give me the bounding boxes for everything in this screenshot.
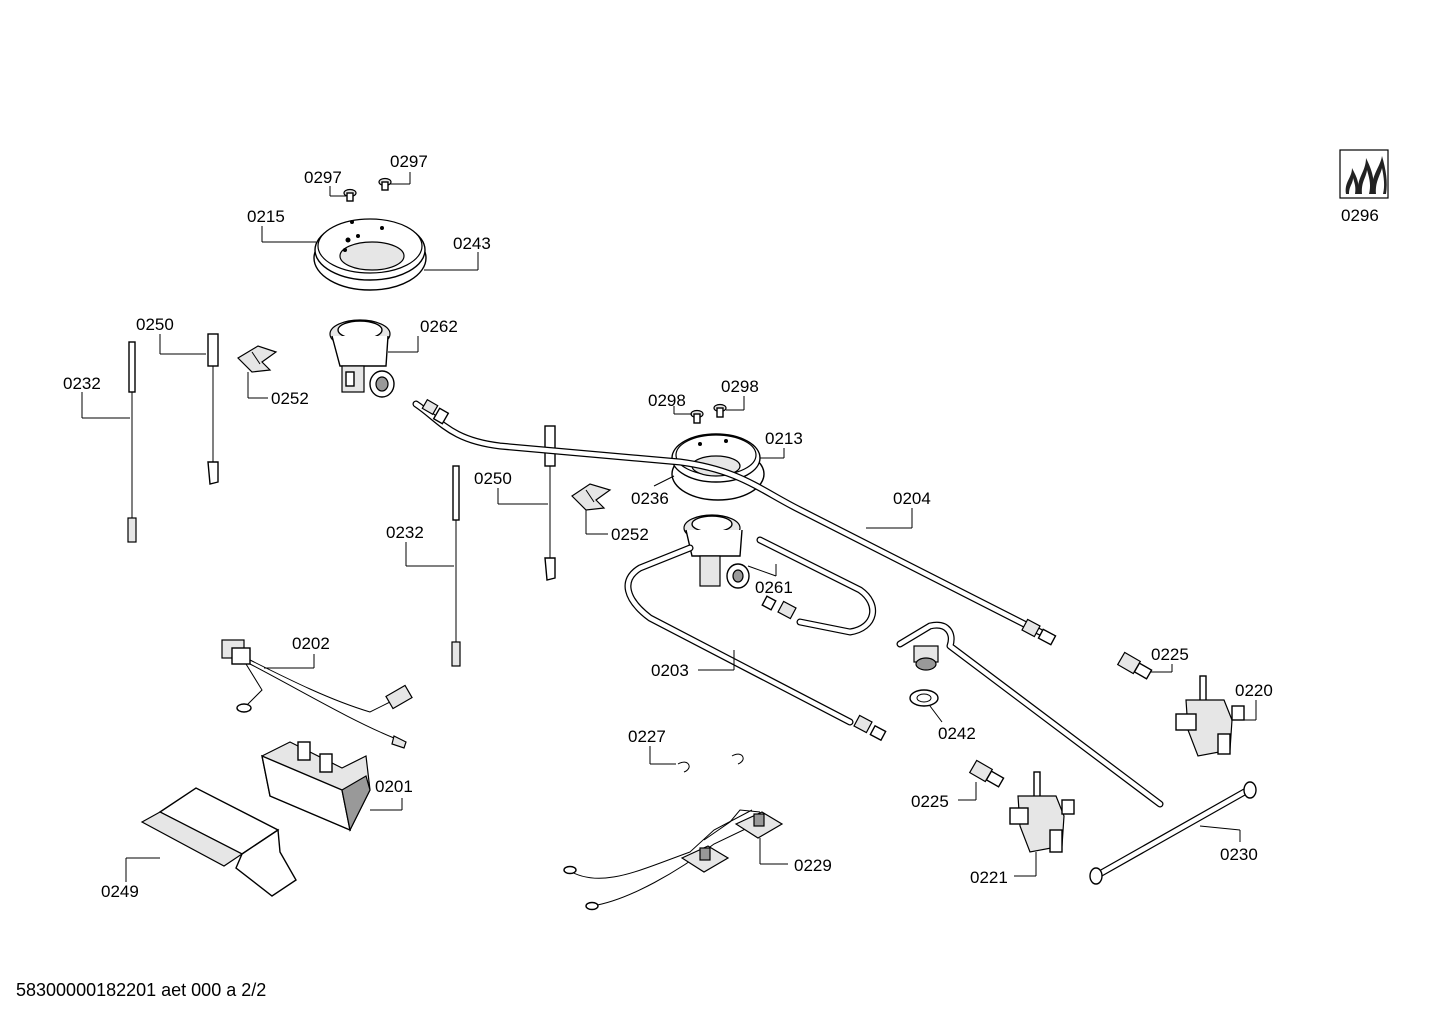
callout-0229: 0229 bbox=[794, 856, 832, 875]
callout-0232-right: 0232 bbox=[386, 523, 424, 542]
callout-0220: 0220 bbox=[1235, 681, 1273, 700]
callout-0243: 0243 bbox=[453, 234, 491, 253]
callout-0236: 0236 bbox=[631, 489, 669, 508]
callout-0225-top: 0225 bbox=[1151, 645, 1189, 664]
screw-0297-left bbox=[343, 188, 357, 202]
gas-valve-0221 bbox=[1009, 771, 1075, 853]
gas-pipe-0204 bbox=[412, 398, 1057, 646]
callout-0297-right: 0297 bbox=[390, 152, 428, 171]
retaining-clip-0227 bbox=[677, 753, 744, 773]
leader-lines bbox=[81, 172, 1257, 882]
callout-0298-left: 0298 bbox=[648, 391, 686, 410]
callout-0201: 0201 bbox=[375, 777, 413, 796]
callout-0297-left: 0297 bbox=[304, 168, 342, 187]
callout-0221: 0221 bbox=[970, 868, 1008, 887]
callout-0225-bottom: 0225 bbox=[911, 792, 949, 811]
screw-0298-right bbox=[713, 403, 727, 418]
callout-0262: 0262 bbox=[420, 317, 458, 336]
callout-0203: 0203 bbox=[651, 661, 689, 680]
callout-0232-left: 0232 bbox=[63, 374, 101, 393]
callout-0250-mid: 0250 bbox=[474, 469, 512, 488]
burner-ring-0215 bbox=[313, 218, 427, 291]
flame-icon bbox=[1339, 149, 1389, 199]
seal-ring-0242 bbox=[909, 689, 939, 707]
nozzle-0225-top bbox=[1116, 651, 1153, 680]
gas-pipe-0203 bbox=[624, 536, 887, 742]
screw-0297-right bbox=[378, 177, 392, 191]
ignition-electrode-0250-top bbox=[207, 333, 219, 485]
callout-0296: 0296 bbox=[1341, 206, 1379, 225]
cover-bracket-0249 bbox=[140, 787, 297, 897]
clip-0252-top bbox=[237, 345, 278, 373]
gas-valve-0220 bbox=[1175, 675, 1245, 757]
callout-0252-mid: 0252 bbox=[611, 525, 649, 544]
ignition-switch-0229 bbox=[563, 809, 784, 911]
clip-0252-mid bbox=[571, 483, 612, 511]
callout-0252-top: 0252 bbox=[271, 389, 309, 408]
callout-0230: 0230 bbox=[1220, 845, 1258, 864]
document-id-footer: 58300000182201 aet 000 a 2/2 bbox=[16, 980, 267, 1000]
callout-0298-right: 0298 bbox=[721, 377, 759, 396]
burner-base-0261 bbox=[683, 514, 750, 589]
callout-0202: 0202 bbox=[292, 634, 330, 653]
callout-0213: 0213 bbox=[765, 429, 803, 448]
burner-base-0262 bbox=[329, 319, 395, 398]
nozzle-0225-bottom bbox=[968, 759, 1005, 788]
thermocouple-0232-right bbox=[451, 465, 461, 667]
ignition-housing-0201 bbox=[261, 741, 371, 832]
wiring-harness-0202 bbox=[221, 639, 413, 749]
thermocouple-0232-left bbox=[127, 341, 137, 543]
callout-0204: 0204 bbox=[893, 489, 931, 508]
callout-0250-top: 0250 bbox=[136, 315, 174, 334]
callout-0242: 0242 bbox=[938, 724, 976, 743]
ignition-electrode-0250-mid bbox=[544, 425, 556, 581]
gas-manifold-0230 bbox=[896, 621, 1257, 885]
callout-0215: 0215 bbox=[247, 207, 285, 226]
callout-0227: 0227 bbox=[628, 727, 666, 746]
screw-0298-left bbox=[690, 409, 704, 424]
callout-0261: 0261 bbox=[755, 578, 793, 597]
callout-0249: 0249 bbox=[101, 882, 139, 901]
